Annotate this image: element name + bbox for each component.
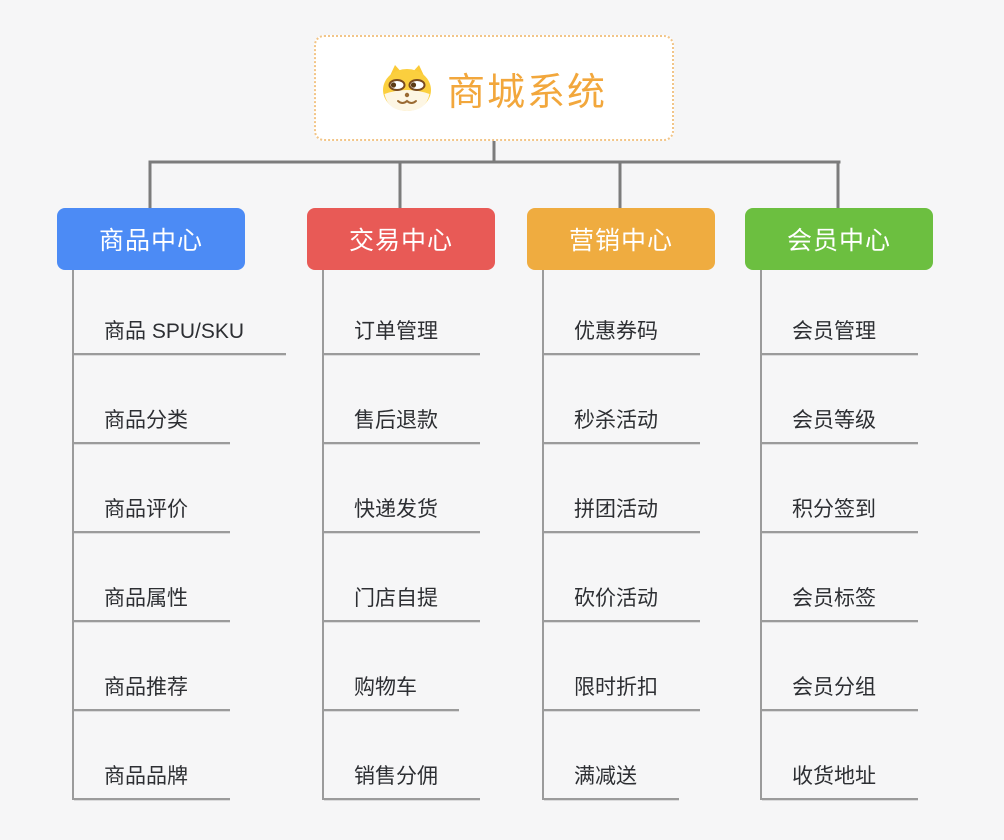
- mindmap-node[interactable]: 秒杀活动: [544, 355, 700, 444]
- node-label: 满减送: [574, 765, 637, 788]
- mindmap-node[interactable]: 会员标签: [762, 533, 918, 622]
- mindmap-node[interactable]: 快递发货: [324, 444, 480, 533]
- branch-marketing-center: 营销中心 优惠券码 秒杀活动 拼团活动 砍价活动 限时折扣 满减送: [527, 208, 747, 800]
- node-label: 购物车: [354, 676, 417, 699]
- node-label: 商品分类: [104, 409, 188, 432]
- node-label: 商品属性: [104, 587, 188, 610]
- node-label: 会员管理: [792, 320, 876, 343]
- branch-items: 优惠券码 秒杀活动 拼团活动 砍价活动 限时折扣 满减送: [542, 270, 747, 800]
- node-label: 会员分组: [792, 676, 876, 699]
- mindmap-node[interactable]: 购物车: [324, 622, 459, 711]
- mindmap-node[interactable]: 商品评价: [74, 444, 230, 533]
- mindmap-node[interactable]: 门店自提: [324, 533, 480, 622]
- mindmap-node[interactable]: 商品推荐: [74, 622, 230, 711]
- mindmap-node[interactable]: 商品属性: [74, 533, 230, 622]
- node-label: 订单管理: [354, 320, 438, 343]
- mindmap-node[interactable]: 会员等级: [762, 355, 918, 444]
- mindmap-node[interactable]: 商品 SPU/SKU: [74, 270, 287, 355]
- branch-header-label: 商品中心: [98, 227, 203, 255]
- mindmap-node[interactable]: 优惠券码: [544, 270, 700, 355]
- branch-header-member[interactable]: 会员中心: [745, 208, 933, 270]
- branch-header-label: 会员中心: [786, 227, 891, 255]
- dog-face-icon: [381, 64, 433, 112]
- branch-header-label: 交易中心: [348, 227, 453, 255]
- branch-header-trade[interactable]: 交易中心: [307, 208, 495, 270]
- mindmap-node[interactable]: 商品分类: [74, 355, 230, 444]
- branch-member-center: 会员中心 会员管理 会员等级 积分签到 会员标签 会员分组 收货地址: [745, 208, 965, 800]
- root-title: 商城系统: [446, 71, 607, 114]
- node-label: 商品 SPU/SKU: [104, 320, 245, 343]
- node-label: 门店自提: [354, 587, 438, 610]
- node-label: 收货地址: [792, 765, 876, 788]
- node-label: 秒杀活动: [574, 409, 658, 432]
- mindmap-node[interactable]: 拼团活动: [544, 444, 700, 533]
- branch-items: 会员管理 会员等级 积分签到 会员标签 会员分组 收货地址: [760, 270, 965, 800]
- mindmap-node[interactable]: 售后退款: [324, 355, 480, 444]
- root-node[interactable]: 商城系统: [314, 35, 674, 141]
- node-label: 优惠券码: [574, 320, 658, 343]
- node-label: 商品品牌: [104, 765, 188, 788]
- mindmap-node[interactable]: 砍价活动: [544, 533, 700, 622]
- branch-items: 订单管理 售后退款 快递发货 门店自提 购物车 销售分佣: [322, 270, 527, 800]
- mindmap-node[interactable]: 满减送: [544, 711, 679, 800]
- node-label: 快递发货: [354, 498, 438, 521]
- node-label: 会员标签: [792, 587, 876, 610]
- node-label: 积分签到: [792, 498, 876, 521]
- branch-header-marketing[interactable]: 营销中心: [527, 208, 715, 270]
- branch-product-center: 商品中心 商品 SPU/SKU 商品分类 商品评价 商品属性 商品推荐 商品品牌: [57, 208, 287, 800]
- node-label: 销售分佣: [354, 765, 438, 788]
- mindmap-node[interactable]: 销售分佣: [324, 711, 480, 800]
- node-label: 售后退款: [354, 409, 438, 432]
- mindmap-node[interactable]: 限时折扣: [544, 622, 700, 711]
- mindmap-node[interactable]: 积分签到: [762, 444, 918, 533]
- node-label: 拼团活动: [574, 498, 658, 521]
- node-label: 商品推荐: [104, 676, 188, 699]
- node-label: 会员等级: [792, 409, 876, 432]
- node-label: 砍价活动: [574, 587, 658, 610]
- node-label: 商品评价: [104, 498, 188, 521]
- mindmap-node[interactable]: 商品品牌: [74, 711, 230, 800]
- mindmap-node[interactable]: 收货地址: [762, 711, 918, 800]
- branch-header-product[interactable]: 商品中心: [57, 208, 245, 270]
- mindmap-node[interactable]: 会员管理: [762, 270, 918, 355]
- mindmap-node[interactable]: 订单管理: [324, 270, 480, 355]
- mindmap-node[interactable]: 会员分组: [762, 622, 918, 711]
- branch-header-label: 营销中心: [568, 227, 673, 255]
- branch-items: 商品 SPU/SKU 商品分类 商品评价 商品属性 商品推荐 商品品牌: [72, 270, 287, 800]
- node-label: 限时折扣: [574, 676, 658, 699]
- branch-trade-center: 交易中心 订单管理 售后退款 快递发货 门店自提 购物车 销售分佣: [307, 208, 527, 800]
